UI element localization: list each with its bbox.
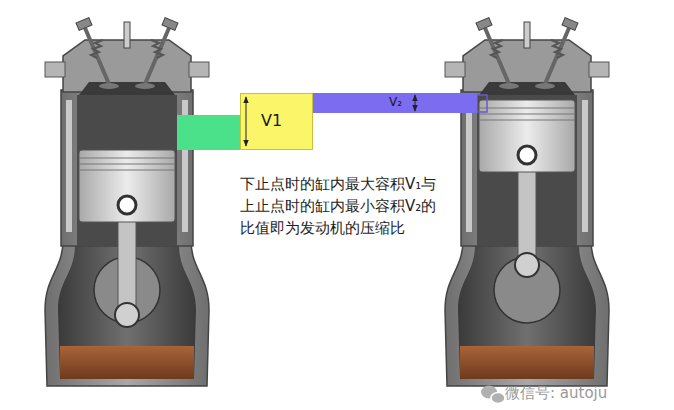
volume-box: V1 [240,93,313,150]
watermark: 微信号: autoju [505,384,607,402]
volume-label: V1 [261,112,282,130]
volume-label: V₂ [389,96,402,110]
caption-note: 下止点时的缸内最大容积V₁与上止点时的缸内最小容积V₂的比值即为发动机的压缩比 [240,173,440,239]
volume-band: V₂ [313,93,477,113]
